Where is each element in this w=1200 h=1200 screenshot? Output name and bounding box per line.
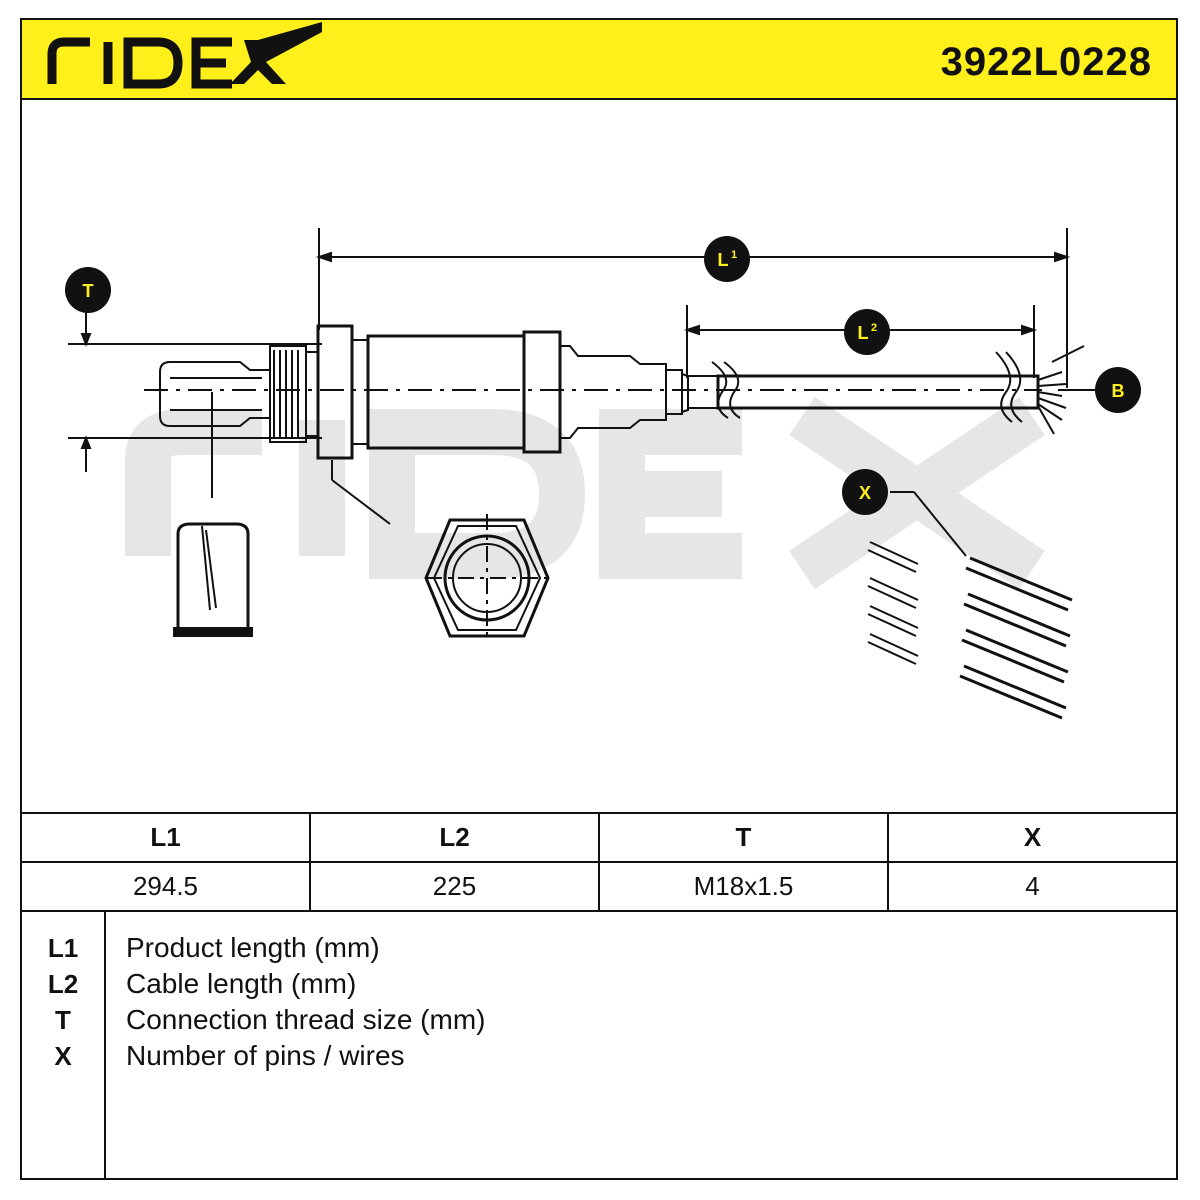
label-l2: L 2: [844, 309, 890, 355]
label-t: T: [65, 267, 111, 313]
spec-header-row: L1 L2 T X: [20, 812, 1178, 863]
spec-value-t: M18x1.5: [598, 861, 889, 912]
ridex-logo: [47, 22, 322, 89]
legend-description: Number of pins / wires: [126, 1040, 405, 1071]
legend-row-x: X Number of pins / wires: [22, 1038, 1176, 1074]
label-x: X: [842, 469, 888, 515]
legend-row-t: T Connection thread size (mm): [22, 1002, 1176, 1038]
spec-header-x: X: [887, 812, 1178, 863]
legend-description: Connection thread size (mm): [126, 1004, 486, 1035]
spec-header-l1: L1: [20, 812, 311, 863]
svg-text:L: L: [718, 250, 729, 270]
spec-value-x: 4: [887, 861, 1178, 912]
legend-row-l1: L1 Product length (mm): [22, 930, 1176, 966]
legend: L1 Product length (mm) L2 Cable length (…: [20, 910, 1178, 1180]
legend-row-l2: L2 Cable length (mm): [22, 966, 1176, 1002]
spec-header-t: T: [598, 812, 889, 863]
legend-key: X: [54, 1041, 72, 1071]
legend-divider: [104, 912, 106, 1178]
spec-value-row: 294.5 225 M18x1.5 4: [20, 861, 1178, 912]
svg-text:1: 1: [731, 249, 737, 261]
spec-header-l2: L2: [309, 812, 600, 863]
legend-description: Cable length (mm): [126, 968, 357, 999]
spec-table: L1 L2 T X 294.5 225 M18x1.5 4: [20, 812, 1178, 912]
legend-key: L1: [47, 933, 79, 963]
spec-value-l2: 225: [309, 861, 600, 912]
svg-text:2: 2: [871, 322, 877, 334]
label-l1: L 1: [704, 236, 750, 282]
sensor-drawing: T L 1 L 2 B X: [65, 228, 1141, 720]
watermark-logo: [125, 396, 1045, 590]
svg-text:L: L: [858, 323, 869, 343]
legend-key: T: [55, 1005, 71, 1035]
label-b: B: [1095, 367, 1141, 413]
legend-description: Product length (mm): [126, 932, 380, 963]
svg-text:B: B: [1112, 381, 1125, 401]
legend-key: L2: [47, 969, 79, 999]
part-number: 3922L0228: [940, 40, 1152, 84]
spec-value-l1: 294.5: [20, 861, 311, 912]
svg-text:T: T: [83, 281, 94, 301]
svg-text:X: X: [859, 483, 871, 503]
header-bar: 3922L0228: [20, 18, 1178, 100]
